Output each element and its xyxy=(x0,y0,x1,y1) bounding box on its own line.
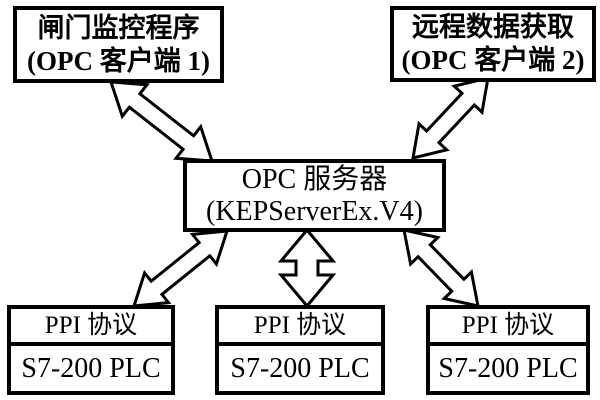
node-opc-client-1: 闸门监控程序 (OPC 客户端 1) xyxy=(13,6,224,83)
node-opc-client-1-title: 闸门监控程序 xyxy=(37,12,200,43)
double-arrow-server-plc3 xyxy=(402,228,480,308)
double-arrow-server-plc1 xyxy=(131,229,230,308)
double-arrow-client1-server xyxy=(108,80,215,163)
node-plc-2-device: S7-200 PLC xyxy=(219,342,381,391)
node-plc-3-protocol: PPI 协议 xyxy=(461,312,555,339)
node-opc-client-1-subtitle: (OPC 客户端 1) xyxy=(27,45,210,76)
node-plc-1-protocol: PPI 协议 xyxy=(44,312,138,339)
node-plc-3-device: S7-200 PLC xyxy=(430,342,586,391)
node-plc-2: PPI 协议 S7-200 PLC xyxy=(215,305,385,395)
node-opc-server-subtitle: (KEPServerEx.V4) xyxy=(206,195,423,227)
node-plc-1-device: S7-200 PLC xyxy=(11,342,171,391)
node-opc-client-2-title: 远程数据获取 xyxy=(412,12,574,42)
node-plc-2-protocol: PPI 协议 xyxy=(253,312,347,339)
node-opc-server: OPC 服务器 (KEPServerEx.V4) xyxy=(183,159,446,232)
node-opc-server-title: OPC 服务器 xyxy=(241,163,388,195)
node-opc-client-2: 远程数据获取 (OPC 客户端 2) xyxy=(390,6,596,82)
node-plc-1: PPI 协议 S7-200 PLC xyxy=(7,305,175,395)
node-plc-3: PPI 协议 S7-200 PLC xyxy=(426,305,590,395)
node-opc-client-2-subtitle: (OPC 客户端 2) xyxy=(401,45,585,75)
double-arrow-server-plc2 xyxy=(277,227,337,309)
double-arrow-client2-server xyxy=(411,76,490,160)
